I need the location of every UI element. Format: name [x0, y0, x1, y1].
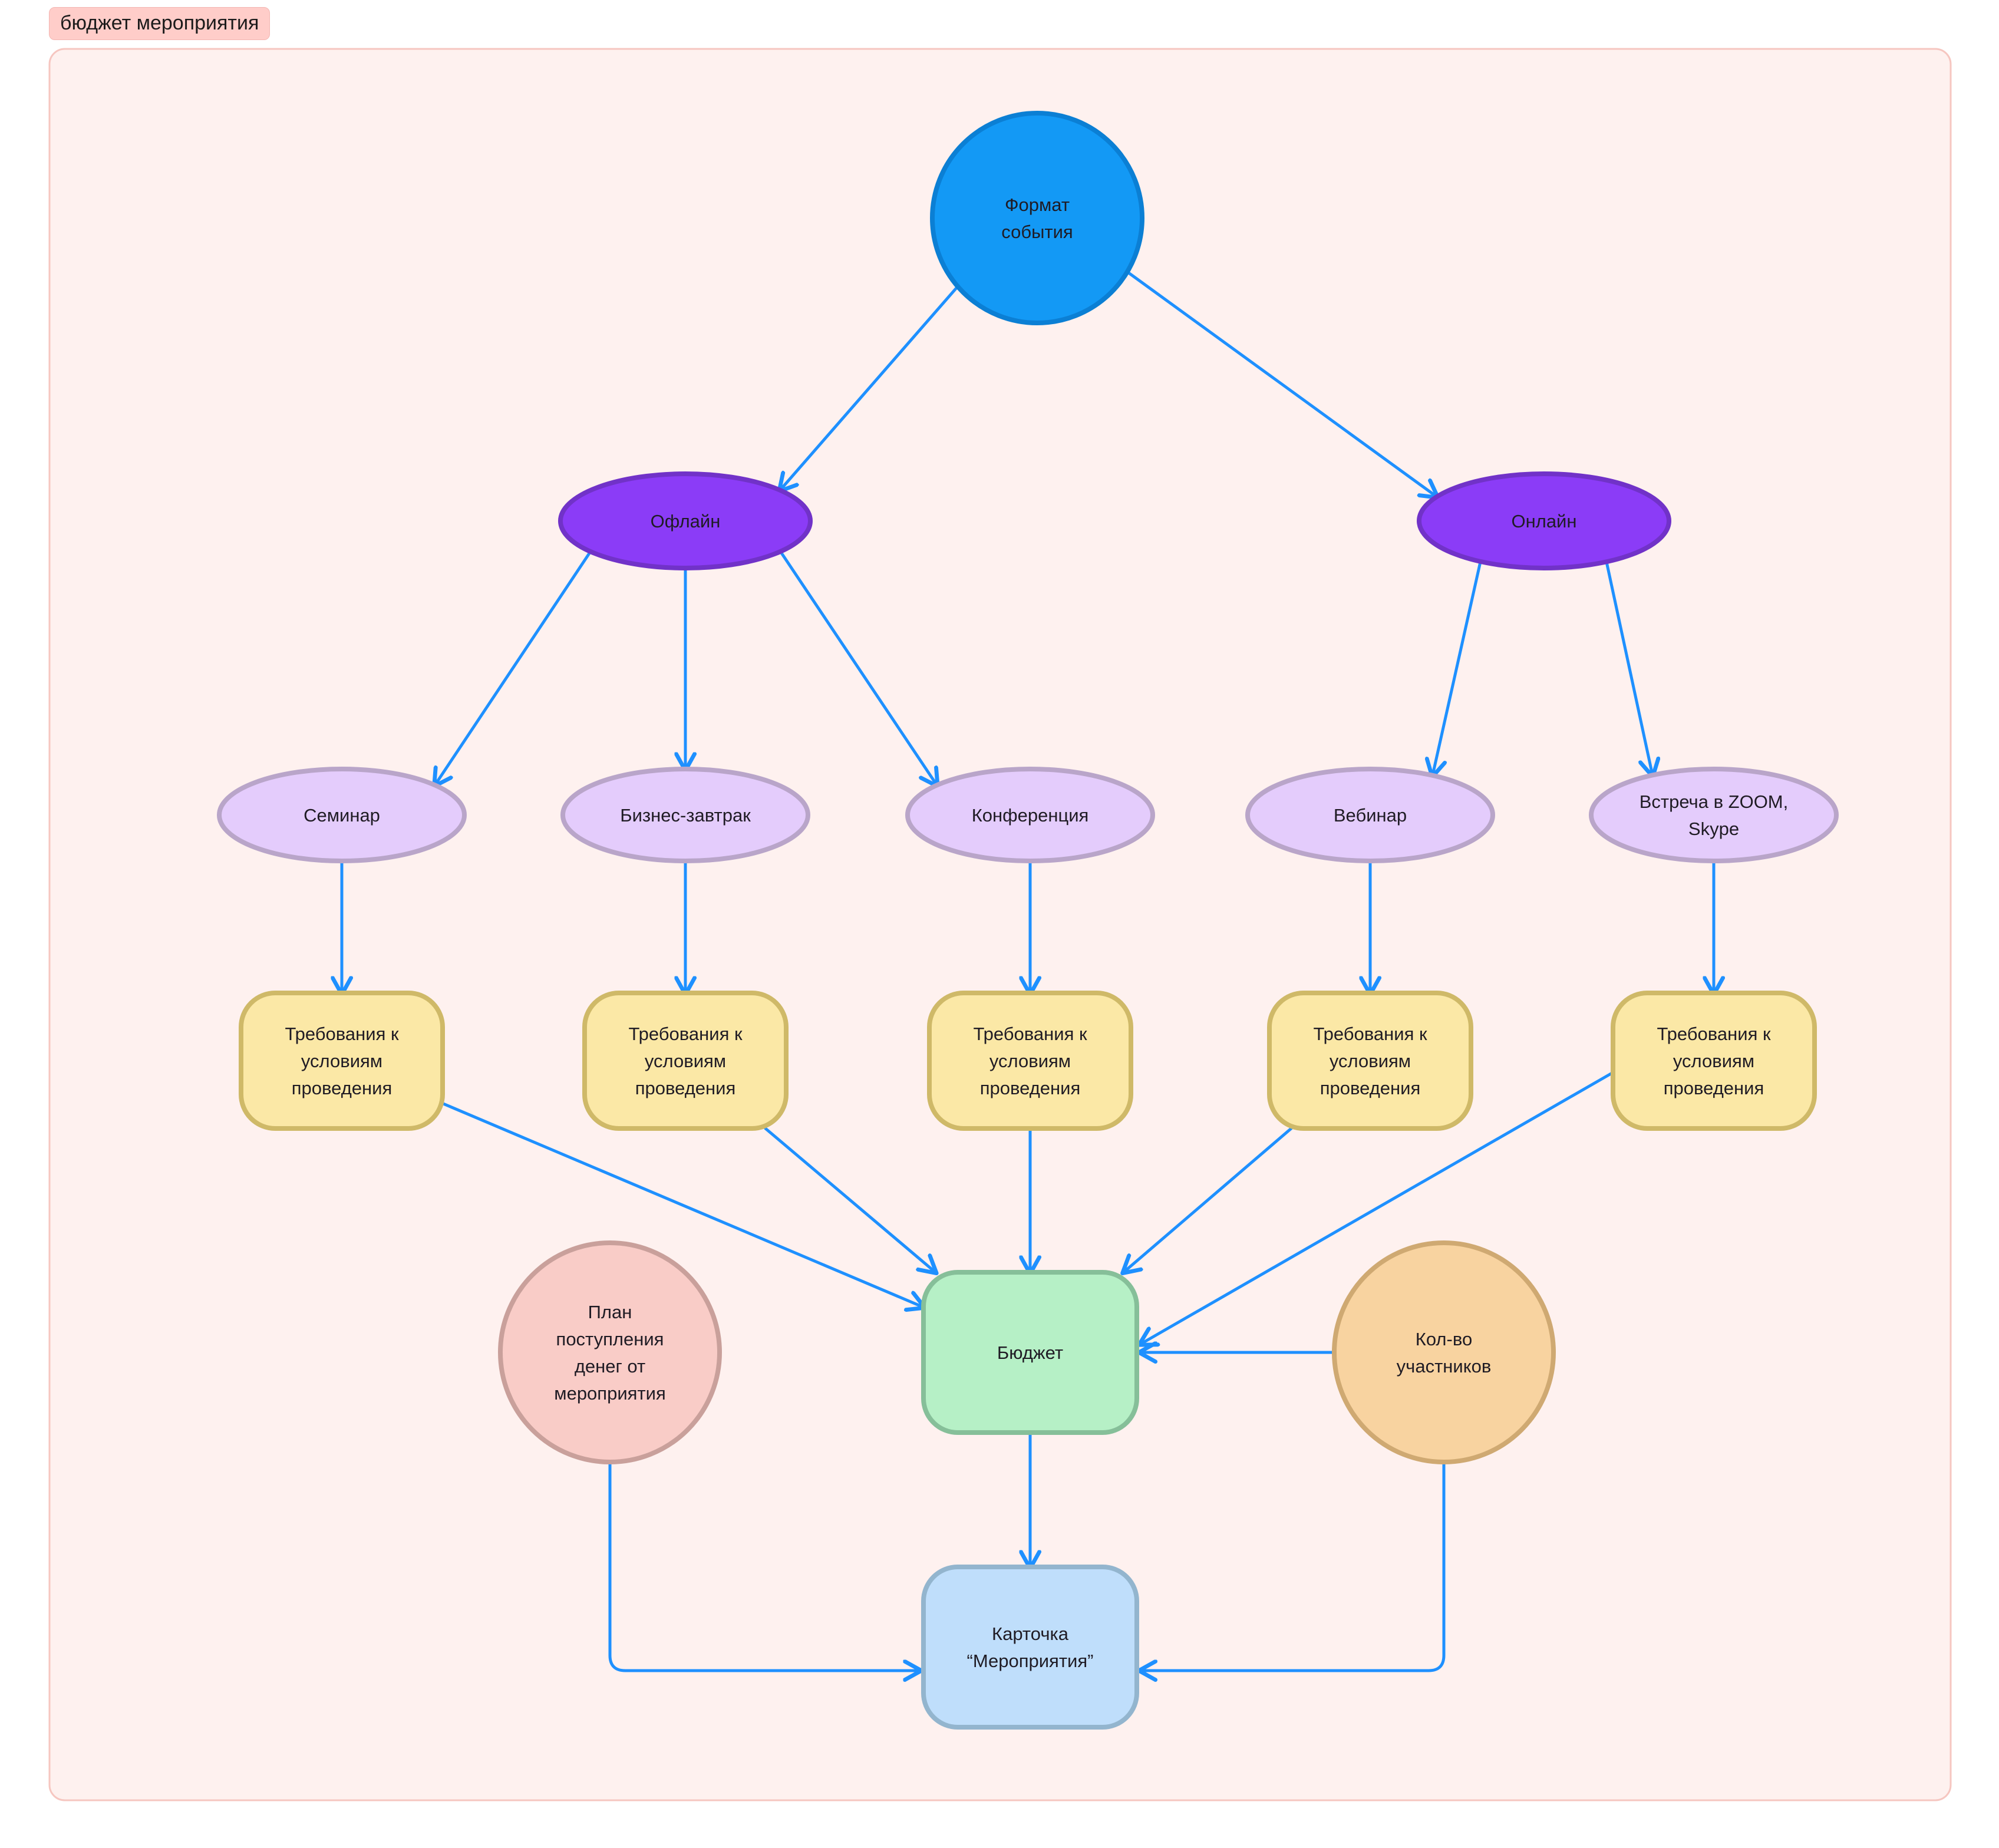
node-shape-seminar: [217, 767, 467, 863]
edge-req1-to-budget: [441, 1101, 923, 1307]
node-shape-webinar: [1245, 767, 1495, 863]
edge-online-to-zoom: [1605, 560, 1652, 775]
node-shape-req1: [239, 991, 445, 1131]
edge-root-to-offline: [780, 285, 959, 490]
node-card[interactable]: Карточка“Мероприятия”: [921, 1565, 1139, 1730]
node-shape-plan: [498, 1240, 722, 1464]
node-label-offline: Офлайн: [651, 511, 721, 532]
edge-participants-to-card: [1140, 1460, 1446, 1671]
node-offline[interactable]: Офлайн: [558, 471, 813, 570]
node-label-conference: Конференция: [972, 805, 1089, 826]
edge-layer: [342, 270, 1714, 1671]
edge-req2-to-budget: [764, 1127, 935, 1272]
edge-req4-to-budget: [1124, 1127, 1293, 1272]
node-label-webinar: Вебинар: [1334, 805, 1407, 826]
edge-online-to-webinar: [1433, 560, 1482, 776]
node-breakfast[interactable]: Бизнес-завтрак: [560, 767, 810, 863]
node-shape-budget: [921, 1270, 1139, 1435]
node-online[interactable]: Онлайн: [1417, 471, 1671, 570]
edge-offline-to-conference: [779, 550, 936, 785]
edge-root-to-online: [1126, 270, 1437, 497]
node-label-budget: Бюджет: [997, 1342, 1063, 1363]
node-label-breakfast: Бизнес-завтрак: [620, 805, 751, 826]
edge-req5-to-budget: [1140, 1071, 1615, 1344]
node-label-card: Карточка“Мероприятия”: [967, 1623, 1094, 1671]
node-shape-online: [1417, 471, 1671, 570]
node-conference[interactable]: Конференция: [905, 767, 1155, 863]
node-shape-req5: [1611, 991, 1817, 1131]
node-shape-offline: [558, 471, 813, 570]
node-shape-conference: [905, 767, 1155, 863]
edge-offline-to-seminar: [435, 550, 592, 785]
node-shape-req3: [927, 991, 1133, 1131]
node-shape-participants: [1332, 1240, 1556, 1464]
node-shape-zoom: [1589, 767, 1839, 863]
edge-plan-to-card: [608, 1460, 920, 1671]
node-webinar[interactable]: Вебинар: [1245, 767, 1495, 863]
node-budget[interactable]: Бюджет: [921, 1270, 1139, 1435]
node-label-seminar: Семинар: [304, 805, 380, 826]
node-label-online: Онлайн: [1512, 511, 1577, 532]
node-shape-req2: [582, 991, 789, 1131]
cluster-title: бюджет мероприятия: [49, 7, 271, 40]
node-shape-breakfast: [560, 767, 810, 863]
node-shape-root: [930, 111, 1144, 325]
node-seminar[interactable]: Семинар: [217, 767, 467, 863]
node-label-zoom: Встреча в ZOOM,Skype: [1640, 791, 1789, 839]
node-zoom[interactable]: Встреча в ZOOM,Skype: [1589, 767, 1839, 863]
node-shape-req4: [1267, 991, 1473, 1131]
node-shape-card: [921, 1565, 1139, 1730]
